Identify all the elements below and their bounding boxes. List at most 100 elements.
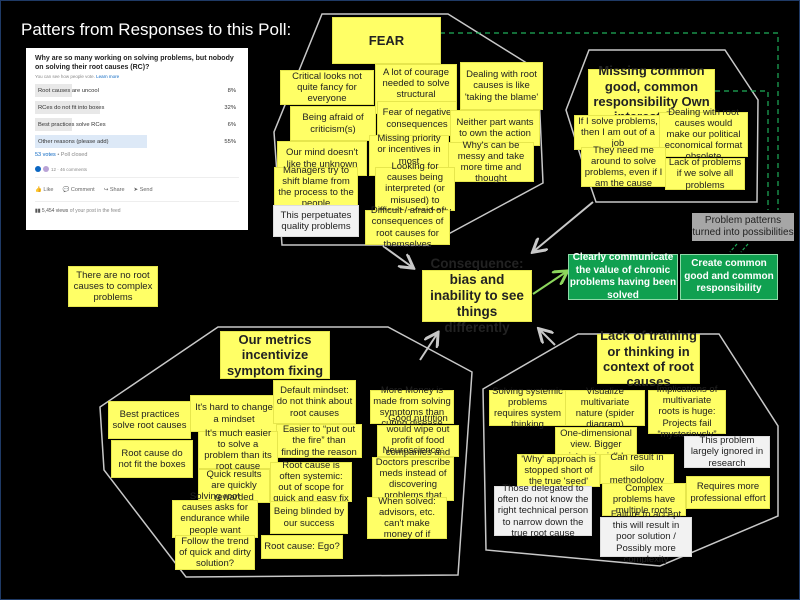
- bar-chart-icon: ▮▮: [35, 208, 41, 215]
- fear-note: Difficult / afraid of consequences of ro…: [365, 205, 450, 250]
- arrow-common-good-to-consequence: [534, 201, 594, 251]
- metrics-note: Best practices solve root causes: [108, 401, 191, 439]
- common-good-note: If I solve problems, then I am out of a …: [574, 115, 662, 150]
- comment-icon: 💬: [62, 187, 70, 194]
- fear-note: Why's can be messy and take more time an…: [448, 140, 534, 184]
- poll-option-label: RCes do not fit into boxes: [38, 104, 105, 111]
- training-group-outline: [482, 333, 779, 567]
- arrow-fear-to-consequence: [382, 245, 412, 267]
- learn-more-link[interactable]: Learn more: [96, 74, 120, 80]
- common-good-note: They need me around to solve problems, e…: [581, 145, 666, 189]
- page-title: Patters from Responses to this Poll:: [21, 20, 292, 39]
- training-heading: Lack of training or thinking in context …: [597, 328, 700, 389]
- celebrate-reaction-icon: [43, 166, 49, 173]
- arrow-metrics-to-consequence: [419, 334, 437, 361]
- visibility-text: You can see how people vote.: [35, 74, 95, 80]
- poll-option-bar: [35, 135, 148, 149]
- metrics-note: Root cause do not fit the boxes: [111, 440, 193, 478]
- solution-communicate-value: Clearly communicate the value of chronic…: [568, 252, 678, 301]
- fear-heading: FEAR: [332, 17, 441, 64]
- fear-note: Managers try to shift blame from the pro…: [274, 165, 358, 209]
- poll-option-label: Other reasons (please add): [38, 138, 109, 145]
- metrics-note: Default mindset: do not think about root…: [273, 380, 356, 424]
- views-count: 5,454 views: [41, 208, 69, 215]
- training-note: Complex problems have multiple roots: [602, 483, 686, 516]
- common-good-note: Lack of problems if we solve all problem…: [665, 157, 745, 191]
- like-button[interactable]: 👍 Like: [35, 187, 53, 193]
- poll-option[interactable]: Root causes are uncool 8%: [35, 84, 239, 98]
- dashed-connector-fear: [440, 32, 779, 210]
- share-button[interactable]: ↪ Share: [104, 187, 125, 193]
- poll-card: Why are so many working on solving probl…: [26, 48, 248, 230]
- dashed-arrow-1: [729, 243, 738, 253]
- training-note-delegated: Those delegated to often do not know the…: [494, 483, 592, 539]
- fear-note-perpetuates: This perpetuates quality problems: [273, 205, 359, 237]
- metrics-note: Being blinded by our success: [270, 501, 348, 534]
- metrics-group-outline: [99, 326, 473, 578]
- comment-label: Comment: [70, 187, 95, 194]
- possibilities-label: Problem patterns turned into possibiliti…: [692, 213, 794, 241]
- poll-option[interactable]: RCes do not fit into boxes 32%: [35, 101, 239, 115]
- post-actions: 👍 Like 💬 Comment ↪ Share ➤ Send: [35, 178, 239, 203]
- poll-status: • Poll closed: [57, 152, 88, 159]
- metrics-note: Follow the trend of quick and dirty solu…: [175, 535, 255, 570]
- poll-option-percent: 6%: [227, 121, 236, 128]
- metrics-note: Root cause is often systemic: out of sco…: [270, 460, 352, 504]
- metrics-note: Solving root causes asks for endurance w…: [172, 491, 258, 547]
- common-good-note: Dealing with root causes would make our …: [659, 107, 748, 162]
- views-suffix: of your post in the feed: [69, 208, 121, 215]
- send-label: Send: [139, 187, 153, 194]
- common-good-group-outline: [565, 49, 759, 203]
- note-no-root-causes: There are no root causes to complex prob…: [68, 266, 158, 307]
- poll-option-percent: 32%: [224, 104, 236, 111]
- training-note: Requires more professional effort: [686, 476, 770, 509]
- send-icon: ➤: [133, 187, 139, 194]
- share-label: Share: [109, 187, 125, 194]
- fear-group-outline: [273, 13, 544, 246]
- like-label: Like: [43, 187, 54, 194]
- training-note: Implications of multivariate roots is hu…: [648, 384, 726, 440]
- poll-option-bar: [35, 118, 72, 132]
- training-note: Solving systemic problems requires syste…: [489, 386, 566, 430]
- arrow-training-to-consequence: [540, 330, 556, 346]
- comment-button[interactable]: 💬 Comment: [62, 187, 94, 193]
- consequence-box: Consequence: bias and inability to see t…: [422, 256, 532, 335]
- metrics-note: Easier to “put out the fire” than findin…: [276, 424, 362, 458]
- poll-visibility-note: You can see how people vote. Learn more: [35, 74, 239, 79]
- votes-count[interactable]: 53 votes: [35, 152, 56, 159]
- poll-question: Why are so many working on solving probl…: [35, 55, 234, 72]
- training-note: Can result in silo methodology: [600, 452, 674, 486]
- fear-note: Critical looks not quite fancy for every…: [280, 70, 374, 105]
- poll-votes: 53 votes • Poll closed: [35, 152, 239, 158]
- metrics-note: Neuroscience: Doctors prescribe meds ins…: [372, 445, 454, 512]
- training-note: Visualize multivariate nature (spider di…: [565, 386, 645, 430]
- poll-option[interactable]: Other reasons (please add) 55%: [35, 135, 239, 149]
- thumbs-up-icon: 👍: [35, 187, 42, 194]
- metrics-note: It's hard to change a mindset: [190, 395, 278, 432]
- common-good-heading: Missing common good, common responsibili…: [588, 63, 715, 124]
- metrics-heading: Our metrics incentivize symptom fixing: [220, 331, 330, 379]
- fear-note: Fear of negative consequences: [377, 101, 457, 136]
- poll-option-percent: 8%: [227, 87, 236, 94]
- metrics-note: When solved: advisors, etc. can't make m…: [367, 496, 447, 540]
- training-note-research: This problem largely ignored in research: [684, 435, 770, 469]
- like-reaction-icon: [35, 166, 41, 173]
- poll-option-percent: 55%: [224, 138, 236, 145]
- solution-common-good: Create common good and common responsibi…: [680, 254, 778, 300]
- poll-options: Root causes are uncool 8% RCes do not fit …: [35, 84, 239, 149]
- dashed-arrow-2: [740, 243, 749, 253]
- post-views[interactable]: ▮▮ 5,454 views of your post in the feed: [35, 202, 239, 214]
- metrics-note: More Money is made from solving symptoms…: [370, 385, 454, 429]
- poll-option-bar: [35, 84, 72, 98]
- poll-option-bar: [35, 101, 101, 115]
- metrics-note: It's much easier to solve a problem than…: [198, 428, 278, 472]
- send-button[interactable]: ➤ Send: [134, 187, 153, 193]
- fear-note: Dealing with root causes is like 'taking…: [460, 62, 543, 110]
- reactions-count: 12 · 46 comments: [51, 166, 88, 172]
- poll-option-label: Root causes are uncool: [38, 87, 99, 94]
- reactions-row[interactable]: 12 · 46 comments: [35, 166, 239, 179]
- fear-note: Being afraid of criticism(s): [290, 106, 376, 141]
- share-icon: ↪: [103, 187, 109, 194]
